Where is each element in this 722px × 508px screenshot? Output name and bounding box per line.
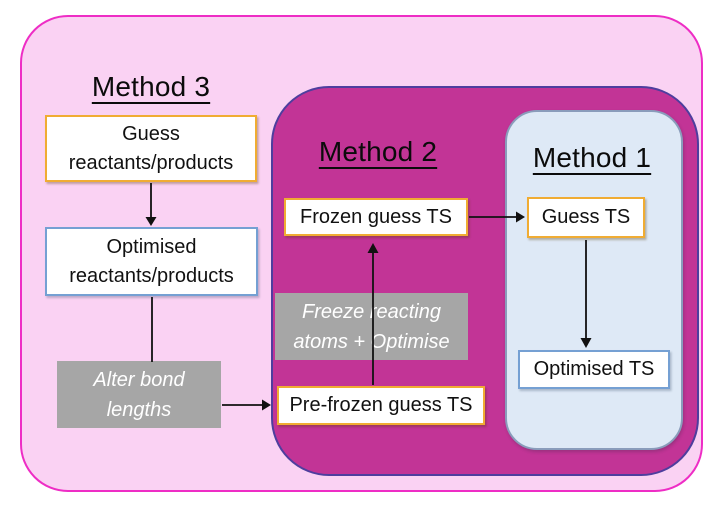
box-alter-bond-lengths: Alter bond lengths	[57, 361, 221, 428]
box-guess-reactants-label: Guess reactants/products	[68, 123, 234, 174]
box-guess-reactants-products: Guess reactants/products	[45, 115, 257, 182]
box-alter-bond-lengths-label: Alter bond lengths	[93, 368, 185, 421]
box-freeze-reacting-atoms-optimise: Freeze reacting atoms + Optimise	[275, 293, 468, 360]
method2-heading: Method 2	[278, 136, 478, 168]
method3-heading: Method 3	[51, 71, 251, 103]
method3-heading-text: Method 3	[91, 71, 211, 102]
box-optimised-reactants-label: Optimised reactants/products	[69, 236, 234, 287]
method1-heading-text: Method 1	[532, 142, 652, 173]
box-frozen-guess-ts-label: Frozen guess TS	[300, 205, 452, 228]
method1-panel	[505, 110, 683, 450]
box-optimised-reactants-products: Optimised reactants/products	[45, 227, 258, 296]
box-guess-ts: Guess TS	[527, 197, 645, 238]
box-optimised-ts: Optimised TS	[518, 350, 670, 389]
box-frozen-guess-ts: Frozen guess TS	[284, 198, 468, 236]
box-pre-frozen-guess-ts: Pre-frozen guess TS	[277, 386, 485, 425]
method2-heading-text: Method 2	[318, 136, 438, 167]
box-freeze-reacting-atoms-optimise-label: Freeze reacting atoms + Optimise	[293, 300, 450, 353]
box-pre-frozen-guess-ts-label: Pre-frozen guess TS	[289, 394, 473, 417]
box-optimised-ts-label: Optimised TS	[533, 358, 655, 381]
method1-heading: Method 1	[492, 142, 692, 174]
box-guess-ts-label: Guess TS	[541, 206, 631, 229]
